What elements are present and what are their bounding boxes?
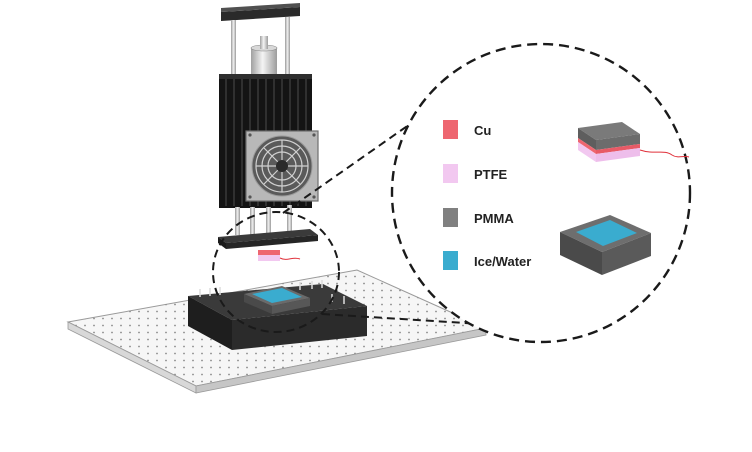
top-plate — [221, 3, 300, 21]
ice-water-zoomed — [576, 220, 637, 246]
fan-icon — [245, 130, 319, 202]
legend-item-pmma: PMMA — [443, 208, 514, 227]
zoom-source-circle — [212, 211, 340, 333]
magnifier-circle-icon — [390, 42, 692, 344]
legend-label-ice-water: Ice/Water — [474, 254, 531, 269]
legend: Cu PTFE PMMA Ice/Water — [443, 120, 531, 270]
legend-swatch-ptfe — [443, 164, 458, 183]
pmma-container-small — [244, 286, 310, 314]
sample-stack-small — [258, 250, 301, 261]
actuator-cylinder — [250, 36, 278, 78]
legend-label-pmma: PMMA — [474, 211, 514, 226]
legend-item-ice-water: Ice/Water — [443, 251, 531, 270]
sample-stack-zoomed — [578, 122, 690, 162]
guide-rods-bottom — [235, 205, 292, 235]
legend-label-cu: Cu — [474, 123, 491, 138]
legend-swatch-pmma — [443, 208, 458, 227]
legend-swatch-cu — [443, 120, 458, 139]
legend-label-ptfe: PTFE — [474, 167, 508, 182]
legend-swatch-ice-water — [443, 251, 458, 270]
ice-water-small — [252, 288, 302, 303]
legend-item-cu: Cu — [443, 120, 491, 139]
pmma-container-zoomed — [560, 215, 651, 275]
guide-rods-top — [231, 17, 290, 78]
legend-item-ptfe: PTFE — [443, 164, 508, 183]
